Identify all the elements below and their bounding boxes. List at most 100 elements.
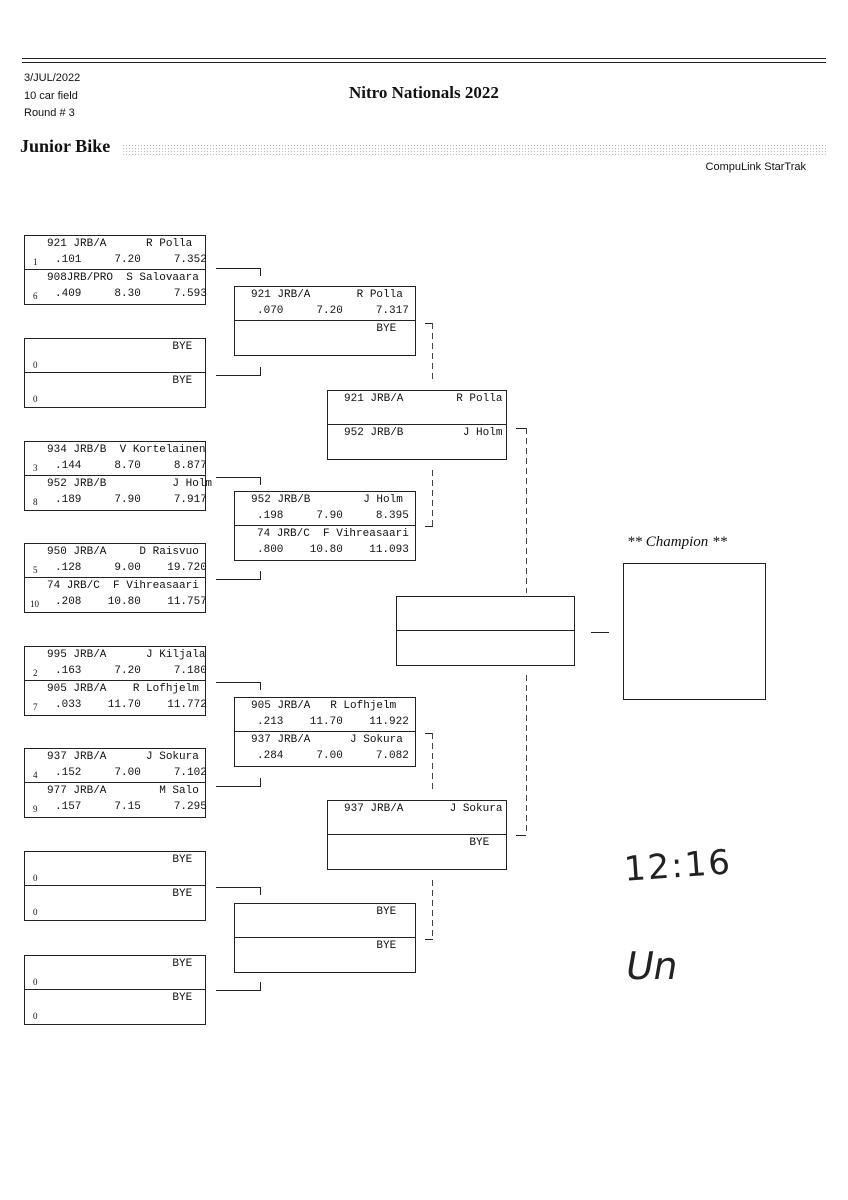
- racer-info: 977 JRB/A M Salo: [47, 785, 199, 797]
- racer-info: 937 JRB/A J Sokura: [344, 803, 503, 815]
- round1-match-5-lane-top: 995 JRB/A J Kiljala 2 .163 7.20 7.180: [25, 647, 207, 681]
- racer-info: 952 JRB/B J Holm: [47, 478, 213, 490]
- seed-number: 1: [33, 257, 38, 267]
- handwritten-time: 12:16: [622, 842, 734, 890]
- seed-number: 10: [30, 599, 39, 609]
- round1-match-1: 921 JRB/A R Polla 1 .101 7.20 7.352 908J…: [24, 235, 207, 305]
- connector: [216, 887, 261, 888]
- round2-match-4: BYE BYE: [234, 903, 416, 973]
- round1-match-6: 937 JRB/A J Sokura 4 .152 7.00 7.102 977…: [24, 748, 207, 818]
- round3-match-2-lane-top: 937 JRB/A J Sokura: [328, 801, 506, 835]
- round2-match-1-lane-bottom: BYE: [235, 321, 415, 355]
- racer-info: BYE: [251, 940, 397, 952]
- round1-match-2: BYE 0 BYE 0: [24, 338, 206, 408]
- seed-number: 0: [33, 394, 38, 404]
- round-number: Round # 3: [24, 107, 75, 119]
- racer-info: 921 JRB/A R Polla: [47, 238, 193, 250]
- racer-info: BYE: [251, 906, 397, 918]
- round2-match-4-lane-bottom: BYE: [235, 938, 415, 972]
- round1-match-6-lane-top: 937 JRB/A J Sokura 4 .152 7.00 7.102: [25, 749, 207, 783]
- race-date: 3/JUL/2022: [24, 72, 81, 84]
- connector: [425, 733, 433, 734]
- software-name: CompuLink StarTrak: [705, 161, 806, 173]
- top-rule-2: [22, 62, 826, 63]
- champion-box: [623, 563, 766, 700]
- dashed-connector: [432, 323, 433, 383]
- round1-match-5: 995 JRB/A J Kiljala 2 .163 7.20 7.180 90…: [24, 646, 207, 716]
- racer-info: 908JRB/PRO S Salovaara: [47, 272, 199, 284]
- round2-match-4-lane-top: BYE: [235, 904, 415, 938]
- racer-info: 937 JRB/A J Sokura: [47, 751, 199, 763]
- racer-info: 937 JRB/A J Sokura: [251, 734, 403, 746]
- round1-match-7: BYE 0 BYE 0: [24, 851, 206, 921]
- racer-info: BYE: [47, 992, 193, 1004]
- dashed-connector: [526, 675, 527, 835]
- round2-match-2-lane-bottom: 74 JRB/C F Vihreasaari .800 10.80 11.093: [235, 526, 415, 560]
- connector: [425, 939, 433, 940]
- seed-number: 3: [33, 463, 38, 473]
- run-times: .198 7.90 8.395: [257, 510, 409, 522]
- connector: [216, 682, 261, 683]
- run-times: .101 7.20 7.352: [55, 254, 207, 266]
- run-times: .128 9.00 19.720: [55, 562, 207, 574]
- connector: [591, 632, 609, 633]
- round1-match-6-lane-bottom: 977 JRB/A M Salo 9 .157 7.15 7.295: [25, 783, 207, 817]
- connector: [216, 990, 261, 991]
- connector: [516, 428, 526, 429]
- racer-info: BYE: [47, 375, 193, 387]
- run-times: .409 8.30 7.593: [55, 288, 207, 300]
- final-match: [396, 596, 575, 666]
- connector: [260, 268, 261, 276]
- round2-match-1: 921 JRB/A R Polla .070 7.20 7.317 BYE: [234, 286, 416, 356]
- seed-number: 9: [33, 804, 38, 814]
- round2-match-1-lane-top: 921 JRB/A R Polla .070 7.20 7.317: [235, 287, 415, 321]
- run-times: .070 7.20 7.317: [257, 305, 409, 317]
- round2-match-2-lane-top: 952 JRB/B J Holm .198 7.90 8.395: [235, 492, 415, 526]
- run-times: .213 11.70 11.922: [257, 716, 409, 728]
- final-lane-bottom: [397, 631, 574, 665]
- seed-number: 5: [33, 565, 38, 575]
- round1-match-4: 950 JRB/A D Raisvuo 5 .128 9.00 19.720 7…: [24, 543, 207, 613]
- racer-info: BYE: [47, 341, 193, 353]
- racer-info: 995 JRB/A J Kiljala: [47, 649, 206, 661]
- connector: [260, 477, 261, 485]
- seed-number: 2: [33, 668, 38, 678]
- racer-info: 952 JRB/B J Holm: [251, 494, 403, 506]
- round1-match-3: 934 JRB/B V Kortelainen 3 .144 8.70 8.87…: [24, 441, 212, 511]
- connector: [216, 375, 261, 376]
- connector: [260, 982, 261, 990]
- round3-match-2: 937 JRB/A J Sokura BYE: [327, 800, 507, 870]
- seed-number: 0: [33, 1011, 38, 1021]
- racer-info: BYE: [47, 958, 193, 970]
- round1-match-8: BYE 0 BYE 0: [24, 955, 206, 1025]
- connector: [260, 367, 261, 375]
- seed-number: 0: [33, 977, 38, 987]
- seed-number: 0: [33, 907, 38, 917]
- racer-info: BYE: [47, 888, 193, 900]
- racer-info: 74 JRB/C F Vihreasaari: [257, 528, 409, 540]
- top-rule: [22, 58, 826, 59]
- round1-match-4-lane-top: 950 JRB/A D Raisvuo 5 .128 9.00 19.720: [25, 544, 207, 578]
- connector: [216, 477, 261, 478]
- round2-match-3-lane-top: 905 JRB/A R Lofhjelm .213 11.70 11.922: [235, 698, 415, 732]
- round3-match-1-lane-bottom: 952 JRB/B J Holm: [328, 425, 506, 459]
- connector: [260, 887, 261, 895]
- seed-number: 0: [33, 360, 38, 370]
- round1-match-3-lane-top: 934 JRB/B V Kortelainen 3 .144 8.70 8.87…: [25, 442, 207, 476]
- racer-info: 905 JRB/A R Lofhjelm: [47, 683, 199, 695]
- round1-match-4-lane-bottom: 74 JRB/C F Vihreasaari 10 .208 10.80 11.…: [25, 578, 207, 612]
- round1-match-2-lane-bottom: BYE 0: [25, 373, 205, 407]
- connector: [216, 786, 261, 787]
- racer-info: 905 JRB/A R Lofhjelm: [251, 700, 397, 712]
- connector: [425, 526, 433, 527]
- champion-label: ** Champion **: [627, 534, 728, 550]
- round1-match-7-lane-top: BYE 0: [25, 852, 205, 886]
- class-name: Junior Bike: [20, 136, 111, 156]
- racer-info: BYE: [344, 837, 490, 849]
- run-times: .284 7.00 7.082: [257, 750, 409, 762]
- connector: [260, 682, 261, 690]
- racer-info: 74 JRB/C F Vihreasaari: [47, 580, 199, 592]
- dashed-connector: [526, 428, 527, 593]
- round1-match-8-lane-top: BYE 0: [25, 956, 205, 990]
- seed-number: 7: [33, 702, 38, 712]
